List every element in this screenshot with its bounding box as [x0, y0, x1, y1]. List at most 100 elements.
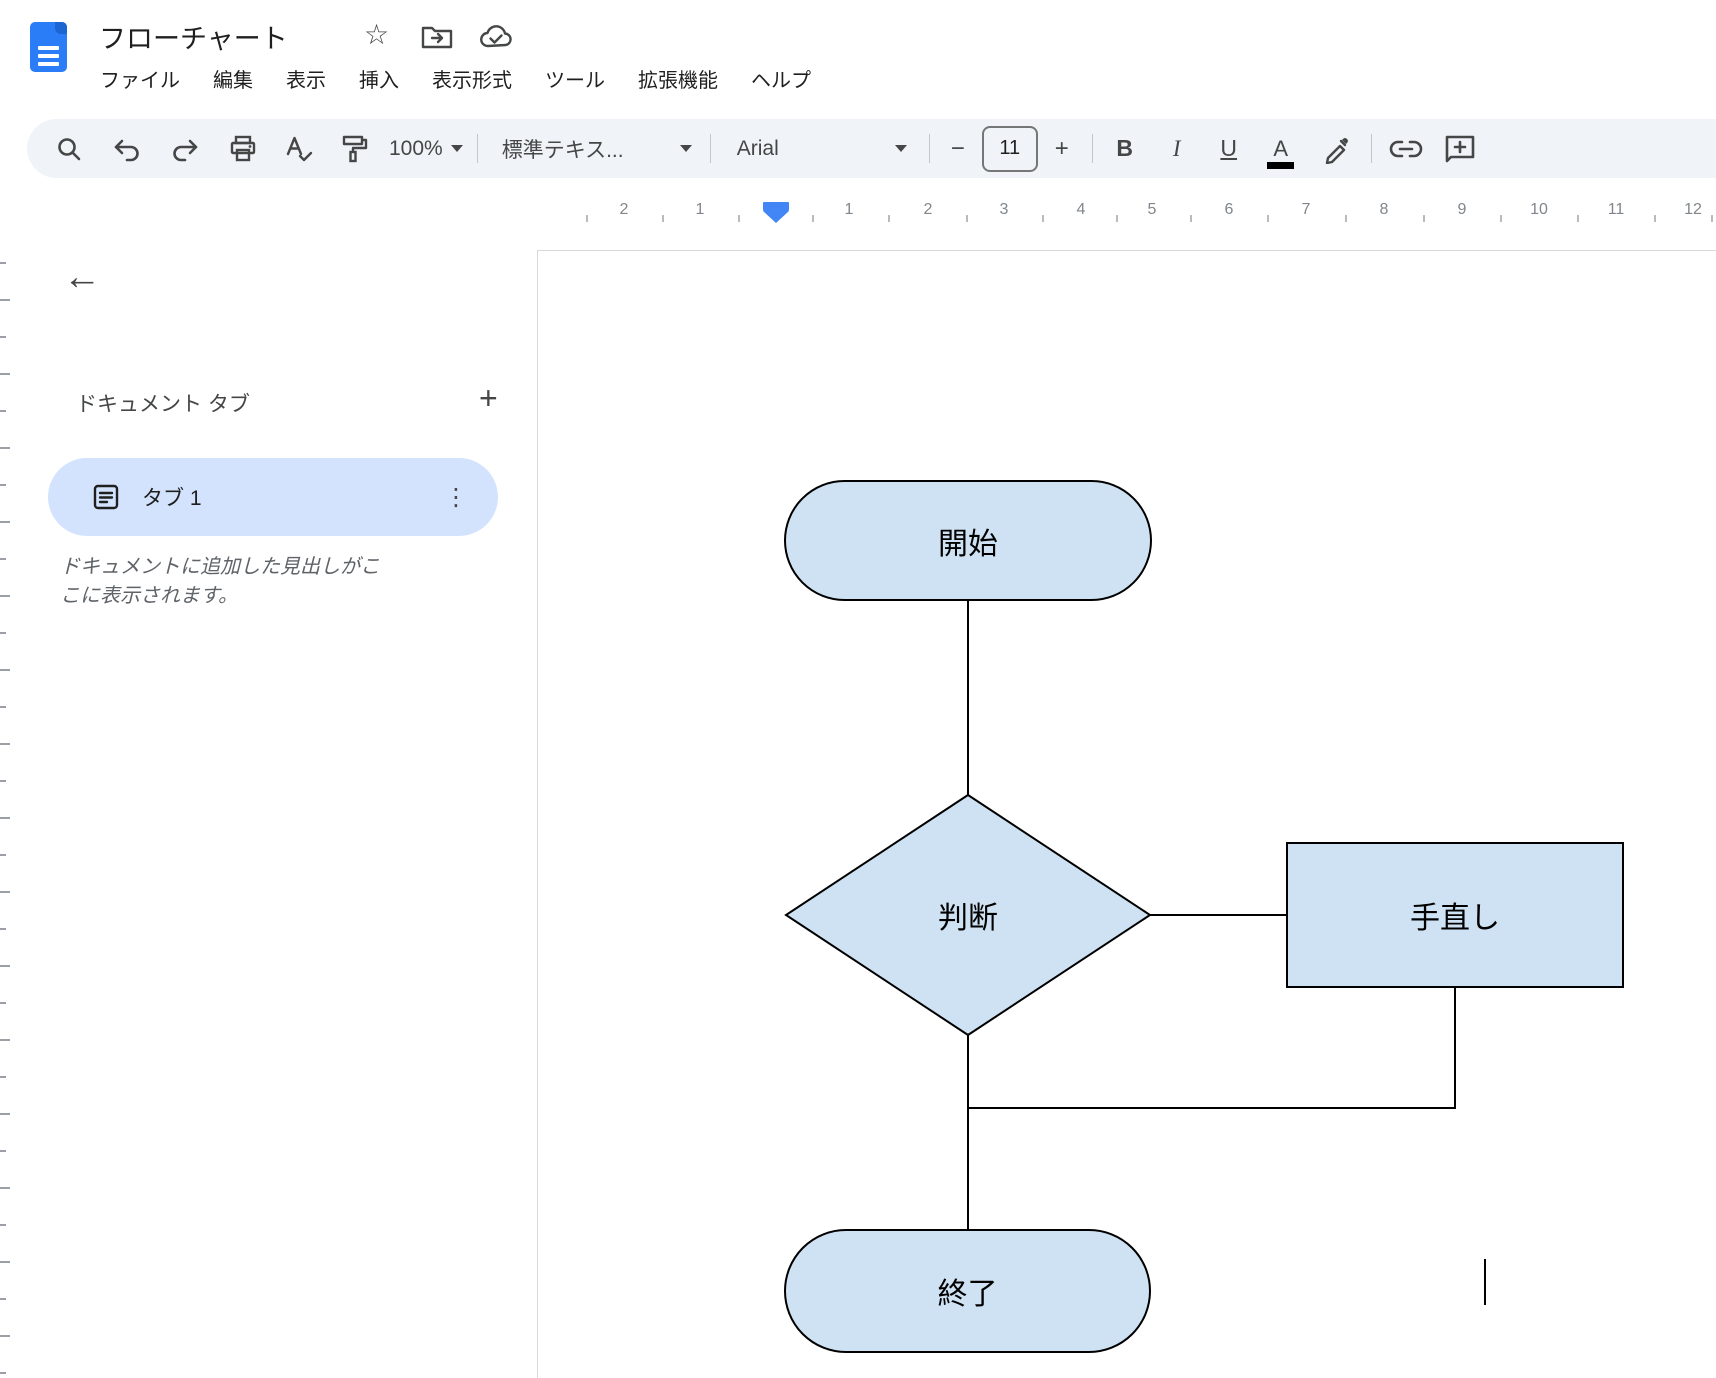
search-icon[interactable] [49, 129, 89, 169]
menu-insert[interactable]: 挿入 [359, 70, 399, 92]
diamond-shape [784, 793, 1152, 1037]
paint-format-icon[interactable] [333, 129, 373, 169]
vertical-ruler-tick [0, 299, 10, 301]
flowchart-node-decision[interactable]: 判断 [784, 793, 1152, 1037]
menu-tools[interactable]: ツール [545, 70, 605, 92]
ruler-tick [1267, 215, 1269, 222]
bold-button[interactable]: B [1116, 135, 1134, 161]
text-color-button[interactable]: A [1261, 129, 1301, 169]
vertical-ruler-tick [0, 262, 6, 264]
flowchart-node-start[interactable]: 開始 [784, 480, 1152, 601]
document-title[interactable]: フローチャート [99, 24, 288, 54]
chevron-down-icon [894, 145, 907, 152]
vertical-ruler-tick [0, 1224, 6, 1226]
menu-file[interactable]: ファイル [100, 70, 180, 92]
vertical-ruler-tick [0, 1335, 10, 1337]
document-page[interactable]: 開始 判断 手直し 終了 [537, 250, 1716, 1378]
vertical-ruler-tick [0, 1261, 10, 1263]
star-icon[interactable]: ☆ [364, 19, 390, 50]
flowchart-node-end[interactable]: 終了 [784, 1229, 1151, 1353]
ruler-tick [586, 215, 588, 222]
add-tab-button[interactable]: + [479, 380, 498, 416]
ruler-tick [1500, 215, 1502, 222]
cloud-saved-icon[interactable] [479, 24, 513, 55]
connector-decision-end [967, 1035, 969, 1229]
redo-icon[interactable] [165, 129, 205, 169]
ruler-tick [1042, 215, 1044, 222]
document-tab-icon [92, 483, 120, 511]
ruler-tick [1654, 215, 1656, 222]
font-value: Arial [736, 136, 779, 160]
ruler-number: 11 [1607, 201, 1625, 218]
font-size-increase-button[interactable]: + [1054, 134, 1069, 162]
tab-item-tab1[interactable]: タブ 1 ⋮ [48, 458, 498, 536]
menu-view[interactable]: 表示 [286, 70, 326, 92]
connector-start-decision [967, 601, 969, 795]
vertical-ruler-tick [0, 558, 6, 560]
vertical-ruler-tick [0, 706, 6, 708]
tab-options-icon[interactable]: ⋮ [444, 483, 468, 511]
ruler-number: 12 [1684, 201, 1702, 218]
vertical-ruler-tick [0, 1298, 6, 1300]
font-size-input[interactable]: 11 [981, 125, 1038, 172]
add-comment-icon[interactable] [1440, 129, 1480, 169]
chevron-down-icon [450, 145, 463, 152]
vertical-ruler-tick [0, 410, 6, 412]
connector-rework-down [1454, 988, 1456, 1109]
ruler-tick [662, 215, 664, 222]
menu-extensions[interactable]: 拡張機能 [638, 70, 718, 92]
ruler-tick [1577, 215, 1579, 222]
ruler-tick [1345, 215, 1347, 222]
ruler-tick [1190, 215, 1192, 222]
vertical-ruler-tick [0, 447, 10, 449]
highlight-color-icon[interactable] [1317, 129, 1357, 169]
insert-link-icon[interactable] [1386, 129, 1426, 169]
spellcheck-icon[interactable] [279, 129, 319, 169]
zoom-select[interactable]: 100% [389, 129, 463, 169]
indent-marker[interactable] [763, 202, 789, 223]
italic-button[interactable]: I [1172, 135, 1181, 161]
ruler-number: 9 [1457, 201, 1467, 218]
font-select[interactable]: Arial [725, 129, 919, 169]
menu-edit[interactable]: 編集 [213, 70, 253, 92]
font-size-decrease-button[interactable]: − [950, 134, 965, 162]
ruler-tick [966, 215, 968, 222]
vertical-ruler-tick [0, 484, 6, 486]
menu-bar: ファイル 編集 表示 挿入 表示形式 ツール 拡張機能 ヘルプ [100, 64, 811, 93]
move-to-folder-icon[interactable] [421, 24, 453, 55]
undo-icon[interactable] [107, 129, 147, 169]
vertical-ruler-tick [0, 595, 10, 597]
vertical-ruler-tick [0, 817, 10, 819]
paragraph-style-select[interactable]: 標準テキス... [492, 129, 702, 169]
chevron-down-icon [679, 145, 692, 152]
ruler-number: 6 [1224, 201, 1234, 218]
print-icon[interactable] [223, 129, 263, 169]
ruler-tick [738, 215, 740, 222]
ruler-tick [1423, 215, 1425, 222]
vertical-ruler-tick [0, 1113, 10, 1115]
vertical-ruler-tick [0, 1150, 6, 1152]
menu-format[interactable]: 表示形式 [432, 70, 512, 92]
ruler-number: 3 [999, 201, 1009, 218]
sidebar-empty-hint: ドキュメントに追加した見出しがこ こに表示されます。 [60, 556, 380, 607]
menu-help[interactable]: ヘルプ [751, 70, 811, 92]
vertical-ruler-tick [0, 1076, 6, 1078]
document-tabs-sidebar: ← ドキュメント タブ + タブ 1 ⋮ ドキュメントに追加した見出しがこ こに… [27, 250, 537, 1378]
underline-button[interactable]: U [1220, 135, 1238, 161]
vertical-ruler-tick [0, 669, 10, 671]
ruler-number: 1 [844, 201, 854, 218]
back-arrow-icon[interactable]: ← [63, 256, 101, 298]
docs-logo-icon[interactable] [30, 22, 67, 72]
vertical-ruler-tick [0, 632, 6, 634]
ruler-number: 4 [1076, 201, 1086, 218]
sidebar-title: ドキュメント タブ [76, 393, 250, 416]
ruler-tick [1116, 215, 1118, 222]
vertical-ruler-tick [0, 780, 6, 782]
tab-label: タブ 1 [142, 487, 202, 510]
ruler-number: 2 [619, 201, 629, 218]
toolbar: 100% 標準テキス... Arial − 11 + B I U A [27, 119, 1716, 178]
vertical-ruler-tick [0, 854, 6, 856]
flowchart-node-rework[interactable]: 手直し [1286, 842, 1624, 988]
